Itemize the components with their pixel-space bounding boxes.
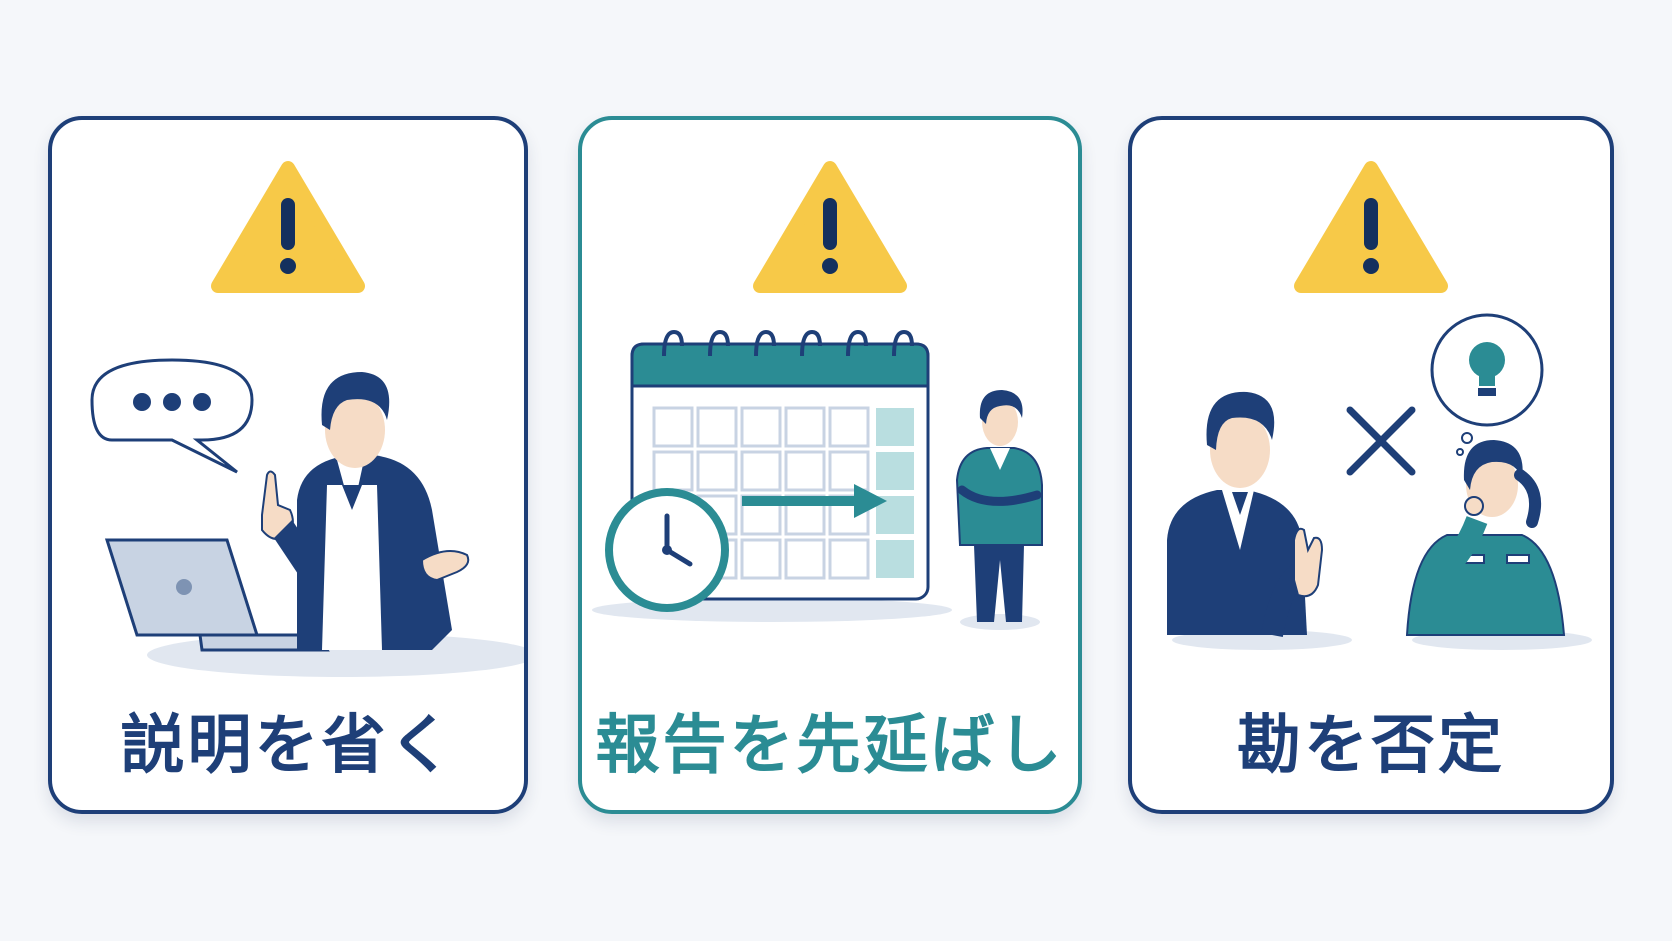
warning-icon [211, 161, 365, 293]
caption-skip-explanation: 説明を省く [120, 709, 456, 783]
person-worker [1405, 440, 1566, 636]
card-deny-intuition: 勘を否定 [1128, 116, 1614, 814]
caption-deny-intuition: 勘を否定 [1237, 709, 1505, 783]
card-postpone-report: 報告を先延ばし [578, 116, 1082, 814]
warning-icon [753, 161, 907, 293]
speech-bubble-icon [90, 358, 254, 474]
card-skip-explanation: 説明を省く [48, 116, 528, 814]
person-waiting [955, 390, 1043, 630]
caption-postpone-report: 報告を先延ばし [595, 709, 1065, 783]
lightbulb-icon [1430, 313, 1544, 456]
calendar-illustration [592, 329, 1043, 630]
presenter-illustration [90, 358, 524, 677]
warning-icon [1294, 161, 1448, 293]
person-manager [1167, 391, 1324, 638]
laptop-icon [104, 538, 330, 652]
clock-icon [605, 488, 729, 612]
cross-icon [1346, 406, 1416, 476]
person-presenter [261, 372, 470, 650]
reject-idea-illustration [1167, 313, 1592, 650]
